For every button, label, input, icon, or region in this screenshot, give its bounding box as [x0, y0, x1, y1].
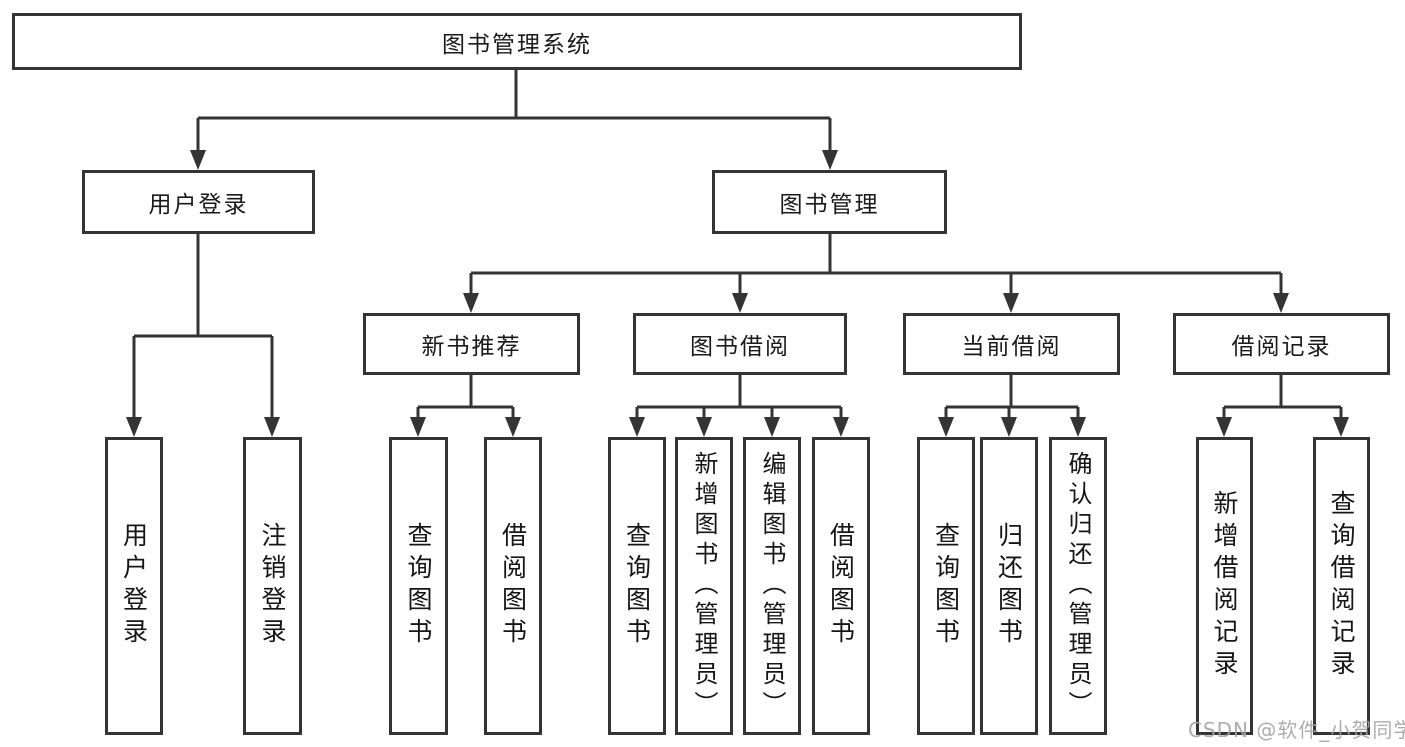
node-book-management: 图书管理 — [712, 170, 947, 234]
leaf-label: 编辑图书（管理员） — [758, 451, 786, 721]
leaf-label: 查询图书 — [622, 522, 652, 650]
node-label: 用户登录 — [148, 192, 249, 218]
leaf-query-borrow-record: 查询借阅记录 — [1313, 437, 1370, 735]
leaf-label: 查询图书 — [404, 522, 433, 650]
leaf-query-book-recommend: 查询图书 — [389, 437, 448, 735]
leaf-label: 借阅图书 — [498, 522, 528, 650]
node-label: 借阅记录 — [1231, 334, 1332, 360]
leaf-user-login: 用户登录 — [105, 437, 163, 735]
node-label: 新书推荐 — [421, 334, 522, 360]
leaf-label: 用户登录 — [119, 522, 149, 650]
csdn-watermark: CSDN @软件_小贺同学 — [1188, 718, 1405, 742]
node-borrow-records: 借阅记录 — [1173, 313, 1390, 375]
leaf-label: 归还图书 — [994, 522, 1024, 650]
node-current-borrow: 当前借阅 — [903, 313, 1120, 375]
leaf-add-book-admin: 新增图书（管理员） — [675, 437, 733, 735]
leaf-label: 查询借阅记录 — [1327, 490, 1356, 682]
leaf-borrow-book: 借阅图书 — [812, 437, 870, 735]
leaf-confirm-return-admin: 确认归还（管理员） — [1049, 437, 1107, 735]
node-label: 图书借阅 — [690, 334, 790, 360]
leaf-add-borrow-record: 新增借阅记录 — [1196, 437, 1253, 735]
node-label: 当前借阅 — [961, 334, 1062, 360]
node-label: 图书管理系统 — [442, 31, 592, 58]
leaf-borrow-book-recommend: 借阅图书 — [484, 437, 542, 735]
node-book-borrow: 图书借阅 — [633, 313, 847, 375]
leaf-label: 新增图书（管理员） — [690, 451, 718, 721]
node-label: 图书管理 — [779, 192, 880, 218]
node-new-book-recommend: 新书推荐 — [363, 313, 580, 375]
leaf-label: 查询图书 — [931, 522, 961, 650]
node-user-login: 用户登录 — [82, 170, 315, 234]
leaf-label: 新增借阅记录 — [1210, 490, 1239, 682]
leaf-label: 注销登录 — [258, 522, 287, 650]
leaf-return-book: 归还图书 — [980, 437, 1038, 735]
leaf-query-book-current: 查询图书 — [917, 437, 975, 735]
leaf-edit-book-admin: 编辑图书（管理员） — [743, 437, 801, 735]
arrowheads — [126, 150, 1349, 437]
leaf-label: 借阅图书 — [826, 522, 856, 650]
leaf-logout-login: 注销登录 — [243, 437, 302, 735]
leaf-query-book-borrow: 查询图书 — [608, 437, 666, 735]
node-system-root: 图书管理系统 — [12, 13, 1022, 70]
leaf-label: 确认归还（管理员） — [1064, 451, 1092, 721]
